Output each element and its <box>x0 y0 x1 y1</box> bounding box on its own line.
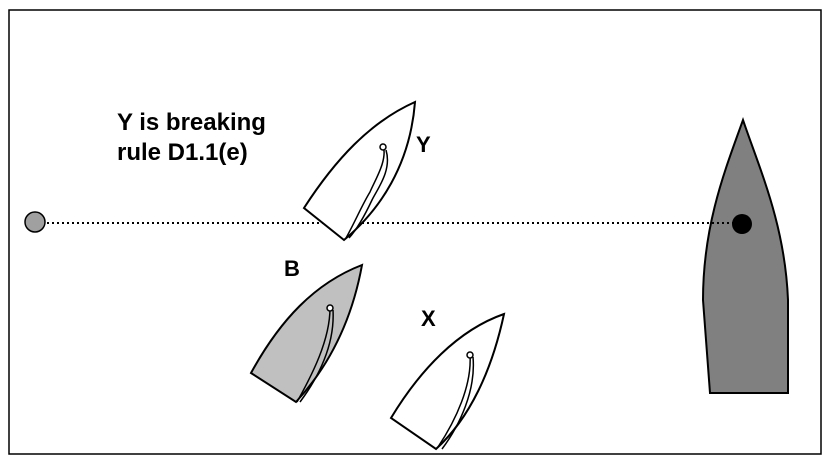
caption-line-2: rule D1.1(e) <box>117 139 248 166</box>
boat-b <box>249 263 364 404</box>
boat-b-sail <box>296 307 334 403</box>
boat-y-sail <box>345 144 389 239</box>
boat-b-hull <box>249 263 364 404</box>
boat-x <box>389 312 506 451</box>
boat-x-sail <box>437 354 475 450</box>
boat-y-mast <box>379 143 387 151</box>
boat-x-label: X <box>421 306 436 331</box>
pin-buoy <box>24 211 46 233</box>
boat-y-label: Y <box>416 132 431 157</box>
boat-x-hull <box>389 312 506 451</box>
boat-b-mast <box>326 304 334 312</box>
boat-y-hull <box>302 100 417 242</box>
rule-caption: Y is breaking rule D1.1(e) <box>117 108 266 168</box>
caption-line-1: Y is breaking <box>117 109 266 136</box>
boat-x-mast <box>466 351 474 359</box>
diagram-border <box>8 9 822 455</box>
committee-boat-mark <box>732 214 752 234</box>
boat-b-label: B <box>284 256 300 281</box>
boat-y <box>302 100 417 242</box>
committee-boat <box>701 116 789 394</box>
